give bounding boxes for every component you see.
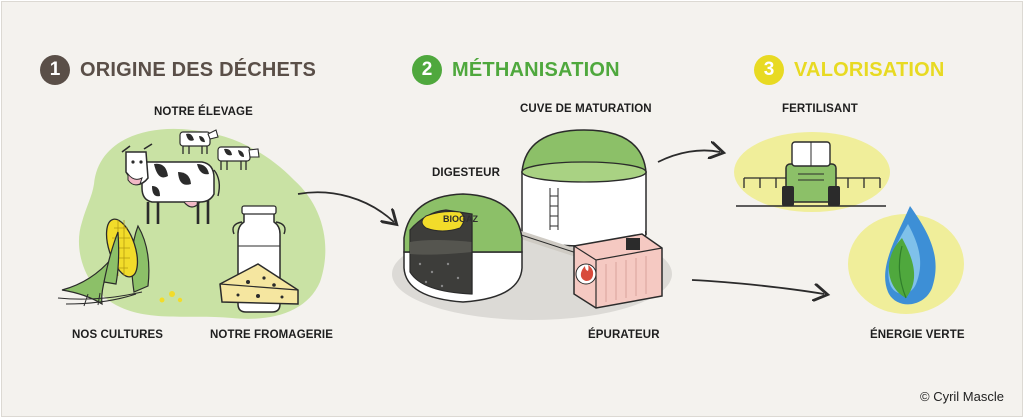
flame-icon — [580, 265, 594, 281]
step-3-number: 3 — [754, 55, 784, 85]
arrow-icon — [297, 191, 394, 222]
label-cuve: CUVE DE MATURATION — [520, 103, 652, 115]
step-2-heading: 2 MÉTHANISATION — [412, 53, 620, 87]
label-digesteur: DIGESTEUR — [432, 167, 500, 179]
energy-drop-icon — [885, 206, 936, 305]
label-cultures: NOS CULTURES — [72, 329, 164, 341]
step-2-number: 2 — [412, 55, 442, 85]
step-1-heading: 1 ORIGINE DES DÉCHETS — [40, 53, 316, 87]
step-3-heading: 3 VALORISATION — [754, 53, 945, 87]
label-fromagerie: NOTRE FROMAGERIE — [210, 329, 333, 341]
digester-icon — [403, 193, 523, 303]
step-1-title: ORIGINE DES DÉCHETS — [80, 58, 317, 81]
arrow-icon — [657, 150, 720, 163]
cheese-icon — [219, 263, 299, 305]
step-2-title: MÉTHANISATION — [452, 58, 620, 81]
tractor-icon — [736, 141, 886, 207]
cow-icon — [121, 143, 221, 224]
photo-credit: © Cyril Mascle — [920, 389, 1004, 404]
label-fertilisant: FERTILISANT — [782, 103, 858, 115]
cow-icon — [217, 146, 260, 170]
step-3-title: VALORISATION — [794, 58, 945, 81]
cow-icon — [179, 129, 219, 154]
label-elevage: NOTRE ÉLEVAGE — [154, 106, 253, 118]
step-1-number: 1 — [40, 55, 70, 85]
label-epurateur: ÉPURATEUR — [588, 329, 660, 341]
label-energie: ÉNERGIE VERTE — [870, 329, 965, 341]
arrow-icon — [691, 279, 824, 294]
maturation-tank-icon — [521, 129, 647, 247]
corn-icon — [57, 218, 183, 307]
label-biogaz: BIOGAZ — [443, 214, 478, 224]
